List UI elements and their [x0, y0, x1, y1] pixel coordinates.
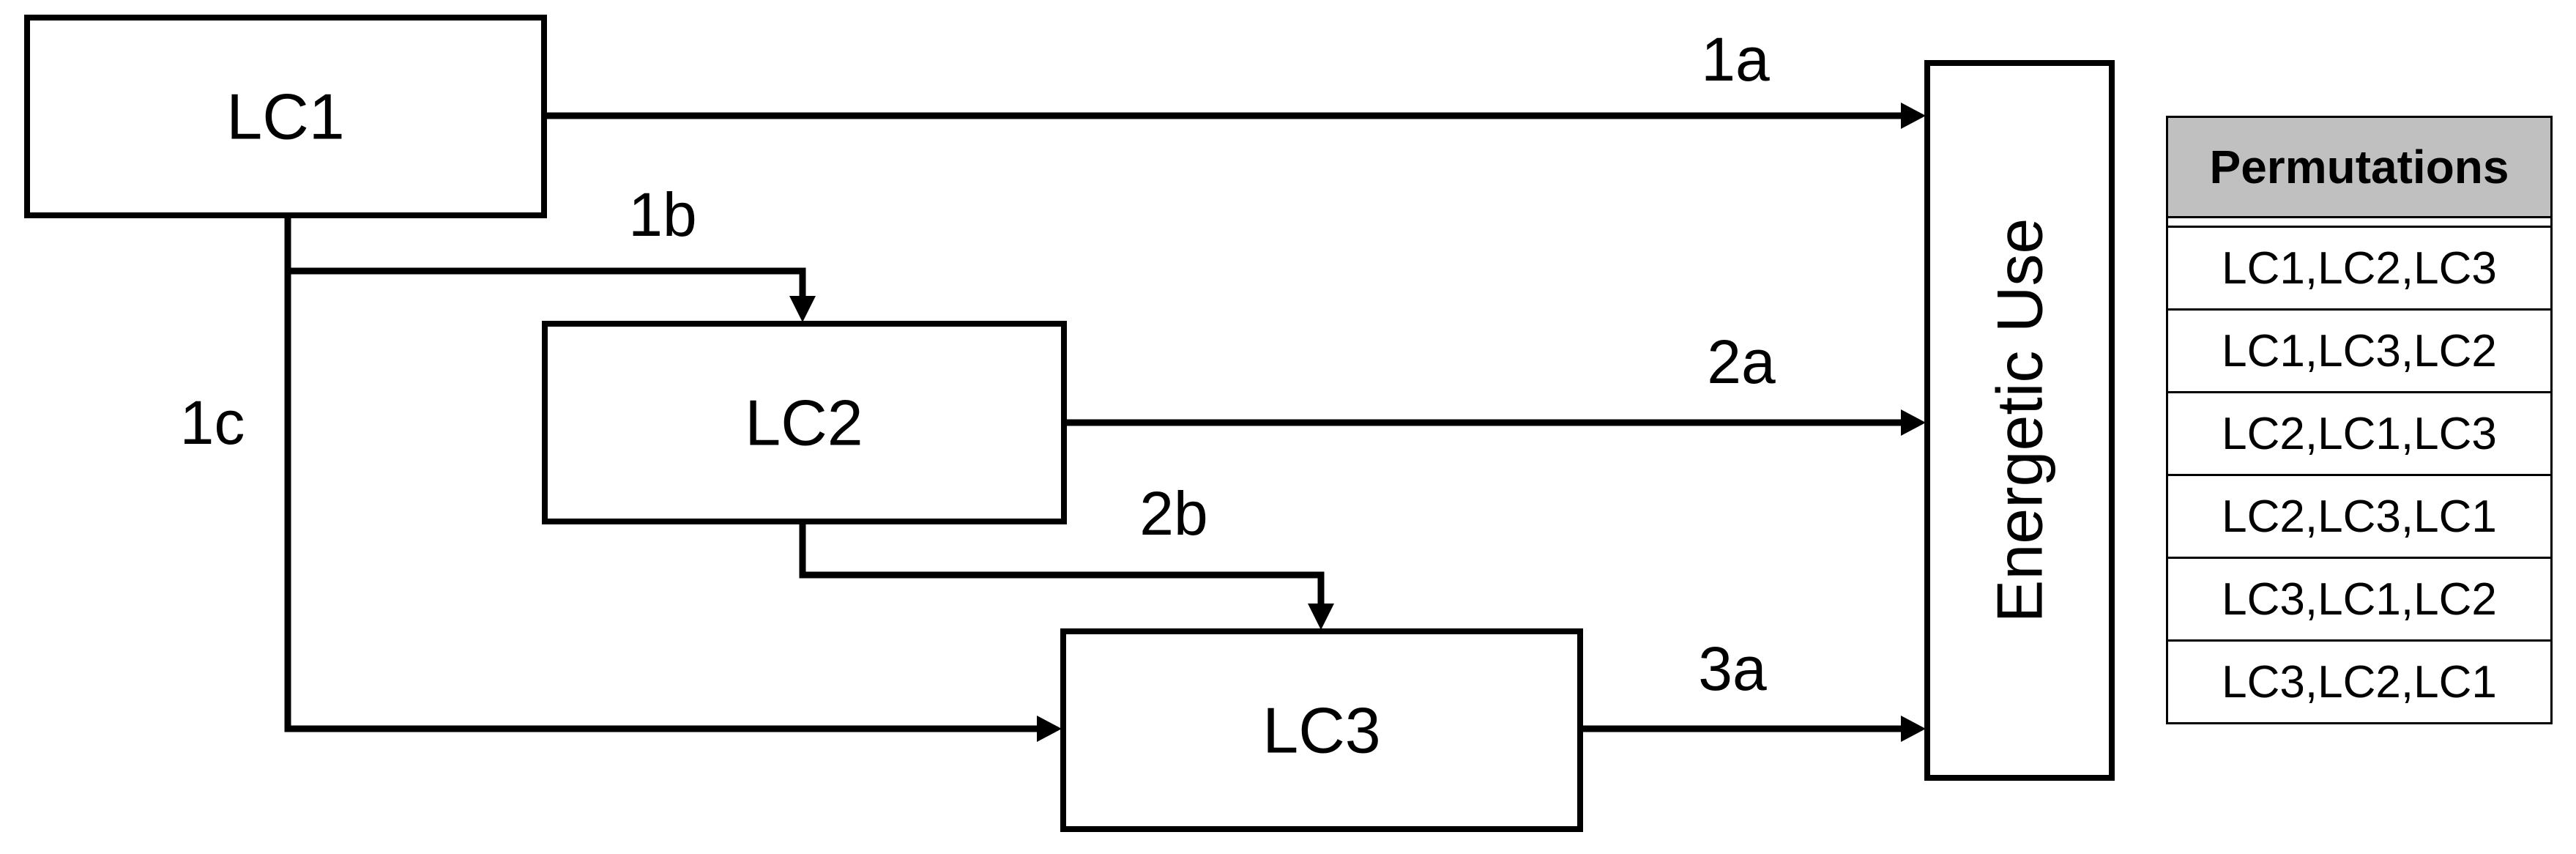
edge-2b-line [799, 521, 1325, 608]
table-row: LC3,LC1,LC2 [2166, 557, 2553, 642]
table-row: LC2,LC3,LC1 [2166, 474, 2553, 559]
permutation-cell: LC2,LC1,LC3 [2166, 391, 2553, 476]
energetic-use-box [1924, 60, 2115, 781]
table-row: LC1,LC3,LC2 [2166, 308, 2553, 393]
permutation-cell: LC1,LC2,LC3 [2166, 226, 2553, 311]
permutations-table: Permutations LC1,LC2,LC3 LC1,LC3,LC2 LC2… [2166, 116, 2553, 724]
energetic-use-label: Energetic Use [1984, 218, 2056, 623]
edge-2b-arrowhead [1308, 604, 1334, 630]
lc3-box [1060, 628, 1583, 832]
table-spacer [2166, 216, 2553, 228]
permutation-cell: LC1,LC3,LC2 [2166, 308, 2553, 393]
lc2-box [542, 321, 1067, 524]
edge-1a-arrowhead [1901, 103, 1926, 129]
table-row: LC1,LC2,LC3 [2166, 226, 2553, 311]
edge-1b-line [284, 215, 806, 300]
table-header-row: Permutations [2166, 116, 2553, 218]
edge-2a-arrowhead [1901, 409, 1926, 436]
edge-1b-label: 1b [628, 180, 696, 249]
lc2-label: LC2 [745, 387, 863, 459]
lc3-label: LC3 [1262, 694, 1380, 767]
permutation-cell: LC2,LC3,LC1 [2166, 474, 2553, 559]
edge-1c-arrowhead [1037, 716, 1062, 742]
edge-2a-label: 2a [1707, 327, 1776, 396]
permutations-header: Permutations [2166, 116, 2553, 218]
table-spacer-cell [2166, 216, 2553, 228]
table-row: LC3,LC2,LC1 [2166, 639, 2553, 724]
edge-1c-label: 1c [180, 388, 245, 457]
edge-3a-arrowhead [1901, 716, 1926, 742]
permutation-cell: LC3,LC1,LC2 [2166, 557, 2553, 642]
edge-3a-label: 3a [1698, 634, 1767, 703]
edge-1a-label: 1a [1701, 25, 1770, 94]
edge-1c-line [284, 271, 1040, 732]
edge-1b-arrowhead [789, 296, 816, 322]
lc1-label: LC1 [226, 81, 344, 153]
edge-2b-label: 2b [1139, 479, 1207, 548]
lc1-box [24, 15, 547, 218]
permutation-cell: LC3,LC2,LC1 [2166, 639, 2553, 724]
table-row: LC2,LC1,LC3 [2166, 391, 2553, 476]
